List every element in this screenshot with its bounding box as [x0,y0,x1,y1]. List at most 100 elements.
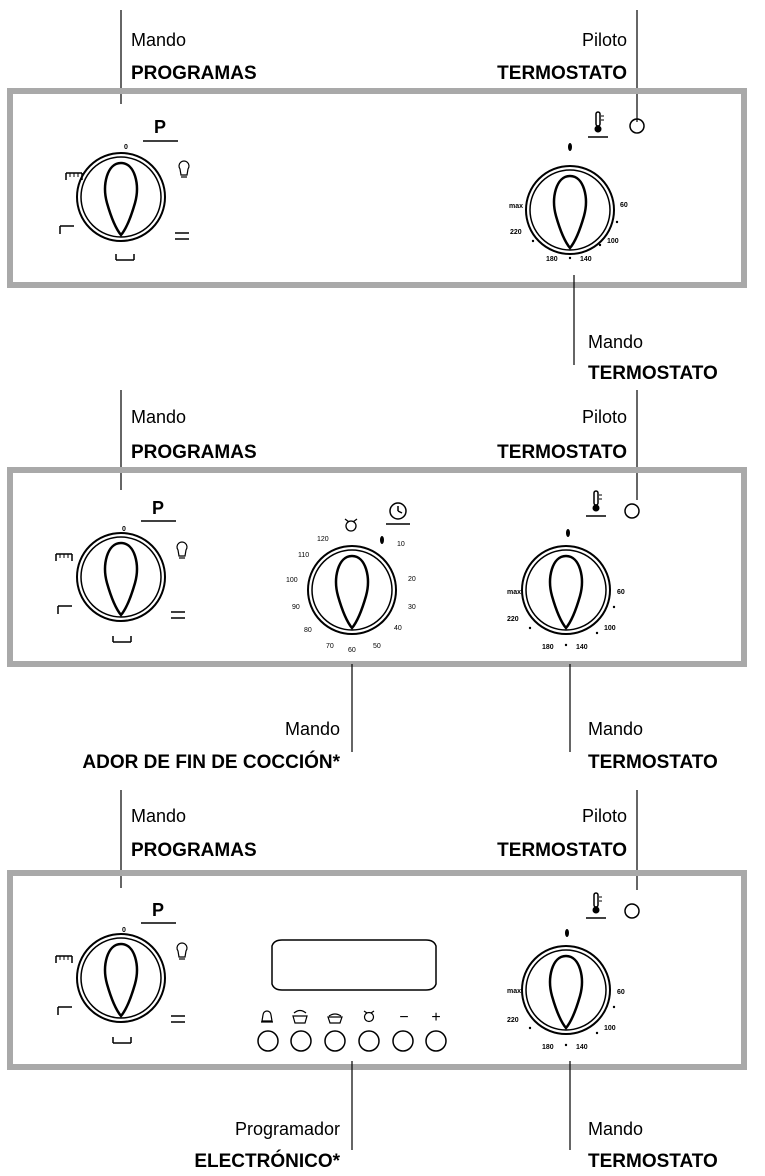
panel-frame [7,870,747,1070]
timer-tick-60: 60 [348,647,356,654]
clock-icon [386,502,410,525]
end-of-cooking-timer-knob[interactable] [306,544,398,636]
thermo-dot [595,631,599,635]
top-heat-symbol-icon [57,605,72,614]
programas-label-bold: PROGRAMAS [131,63,257,84]
pot-lid-icon [292,1009,308,1024]
thermo-tick-140: 140 [576,1044,588,1051]
thermo-tick-220: 220 [507,1017,519,1024]
thermostat-off-mark [566,529,570,537]
timer-tick-70: 70 [326,643,334,650]
piloto-label-bold: TERMOSTATO [497,63,627,84]
grill-symbol-icon [55,553,73,561]
thermo-tick-220: 220 [507,616,519,623]
timer-tick-10: 10 [397,541,405,548]
programmer-buttons [257,1030,447,1052]
thermo-tick-100: 100 [604,625,616,632]
piloto-label-small: Piloto [582,806,627,826]
thermostat-off-mark [565,929,569,937]
thermo-tick-220: 220 [510,229,522,236]
piloto-label-small: Piloto [582,30,627,50]
programs-knob[interactable] [75,531,167,623]
programs-zero-mark: 0 [122,526,126,533]
thermometer-icon [585,892,607,919]
thermo-dot [564,1043,568,1047]
top-heat-symbol-icon [59,225,74,234]
thermostat-knob[interactable] [520,944,612,1036]
pilot-light [624,903,640,919]
thermostat-knob[interactable] [524,164,616,256]
thermostat-knob[interactable] [520,544,612,636]
timer-pot-icon [363,1010,375,1023]
minus-symbol: − [399,1009,408,1026]
timer-tick-110: 110 [298,552,309,559]
thermostat-off-mark [568,143,572,151]
termostato-label-small: Mando [588,1119,643,1139]
termostato-label-bold: TERMOSTATO [588,752,718,773]
thermo-dot [528,1026,532,1030]
piloto-label-small: Piloto [582,407,627,427]
plus-symbol: + [431,1009,440,1026]
thermo-tick-60: 60 [617,589,625,596]
programas-label-small: Mando [131,407,186,427]
timer-tick-90: 90 [292,604,300,611]
thermo-tick-100: 100 [604,1025,616,1032]
end-of-cooking-button[interactable] [324,1030,346,1052]
programas-label-small: Mando [131,30,186,50]
thermo-tick-max: max [507,988,521,995]
termostato-label-small: Mando [588,719,643,739]
program-p-symbol: P [154,117,166,137]
top-heat-symbol-icon [57,1006,72,1015]
thermo-tick-60: 60 [617,989,625,996]
timer-tick-40: 40 [394,625,402,632]
panel-2: Mando PROGRAMAS Piloto TERMOSTATO 0 P [7,390,747,773]
bell-icon [261,1010,273,1023]
bell-button[interactable] [257,1030,279,1052]
panel-3: Mando PROGRAMAS Piloto TERMOSTATO 0 P [7,790,747,1172]
panel-frame [7,88,747,288]
thermo-dot [598,243,602,247]
thermo-dot [612,1005,616,1009]
thermometer-icon [587,111,609,138]
termostato-label-small: Mando [588,332,643,352]
thermo-dot [528,626,532,630]
timer-off-mark [380,536,384,544]
programas-label-bold: PROGRAMAS [131,840,257,861]
programs-knob[interactable] [75,151,167,243]
plus-button[interactable] [425,1030,447,1052]
pilot-light [624,503,640,519]
thermometer-icon [585,490,607,517]
timer-tick-120: 120 [317,536,329,543]
bottom-heat-symbol-icon [112,1037,132,1044]
grill-symbol-icon [65,172,83,180]
grill-symbol-icon [55,955,73,963]
termostato-label-bold: TERMOSTATO [588,363,718,384]
thermo-tick-60: 60 [620,202,628,209]
bulb-icon [176,541,188,559]
panel-1: Mando PROGRAMAS Piloto TERMOSTATO 0 P [7,10,747,384]
timer-tick-20: 20 [408,576,416,583]
minus-button[interactable] [392,1030,414,1052]
thermo-dot [564,643,568,647]
timer-button[interactable] [358,1030,380,1052]
programs-zero-mark: 0 [124,144,128,151]
thermo-dot [595,1031,599,1035]
program-p-symbol: P [152,498,164,518]
fan-equal-icon [171,1015,185,1023]
bulb-icon [178,160,190,178]
cooking-duration-button[interactable] [290,1030,312,1052]
thermo-dot [615,220,619,224]
timer-tick-80: 80 [304,627,312,634]
programmer-display [271,939,437,991]
bottom-heat-symbol-icon [112,636,132,643]
thermo-dot [612,605,616,609]
programs-knob[interactable] [75,932,167,1024]
timer-tick-30: 30 [408,604,416,611]
panel-frame [7,467,747,667]
programador-label-bold: ELECTRÓNICO* [194,1150,340,1172]
program-p-symbol: P [152,900,164,920]
thermo-dot [568,256,572,260]
thermo-tick-180: 180 [546,256,558,263]
pot-icon [327,1013,343,1024]
